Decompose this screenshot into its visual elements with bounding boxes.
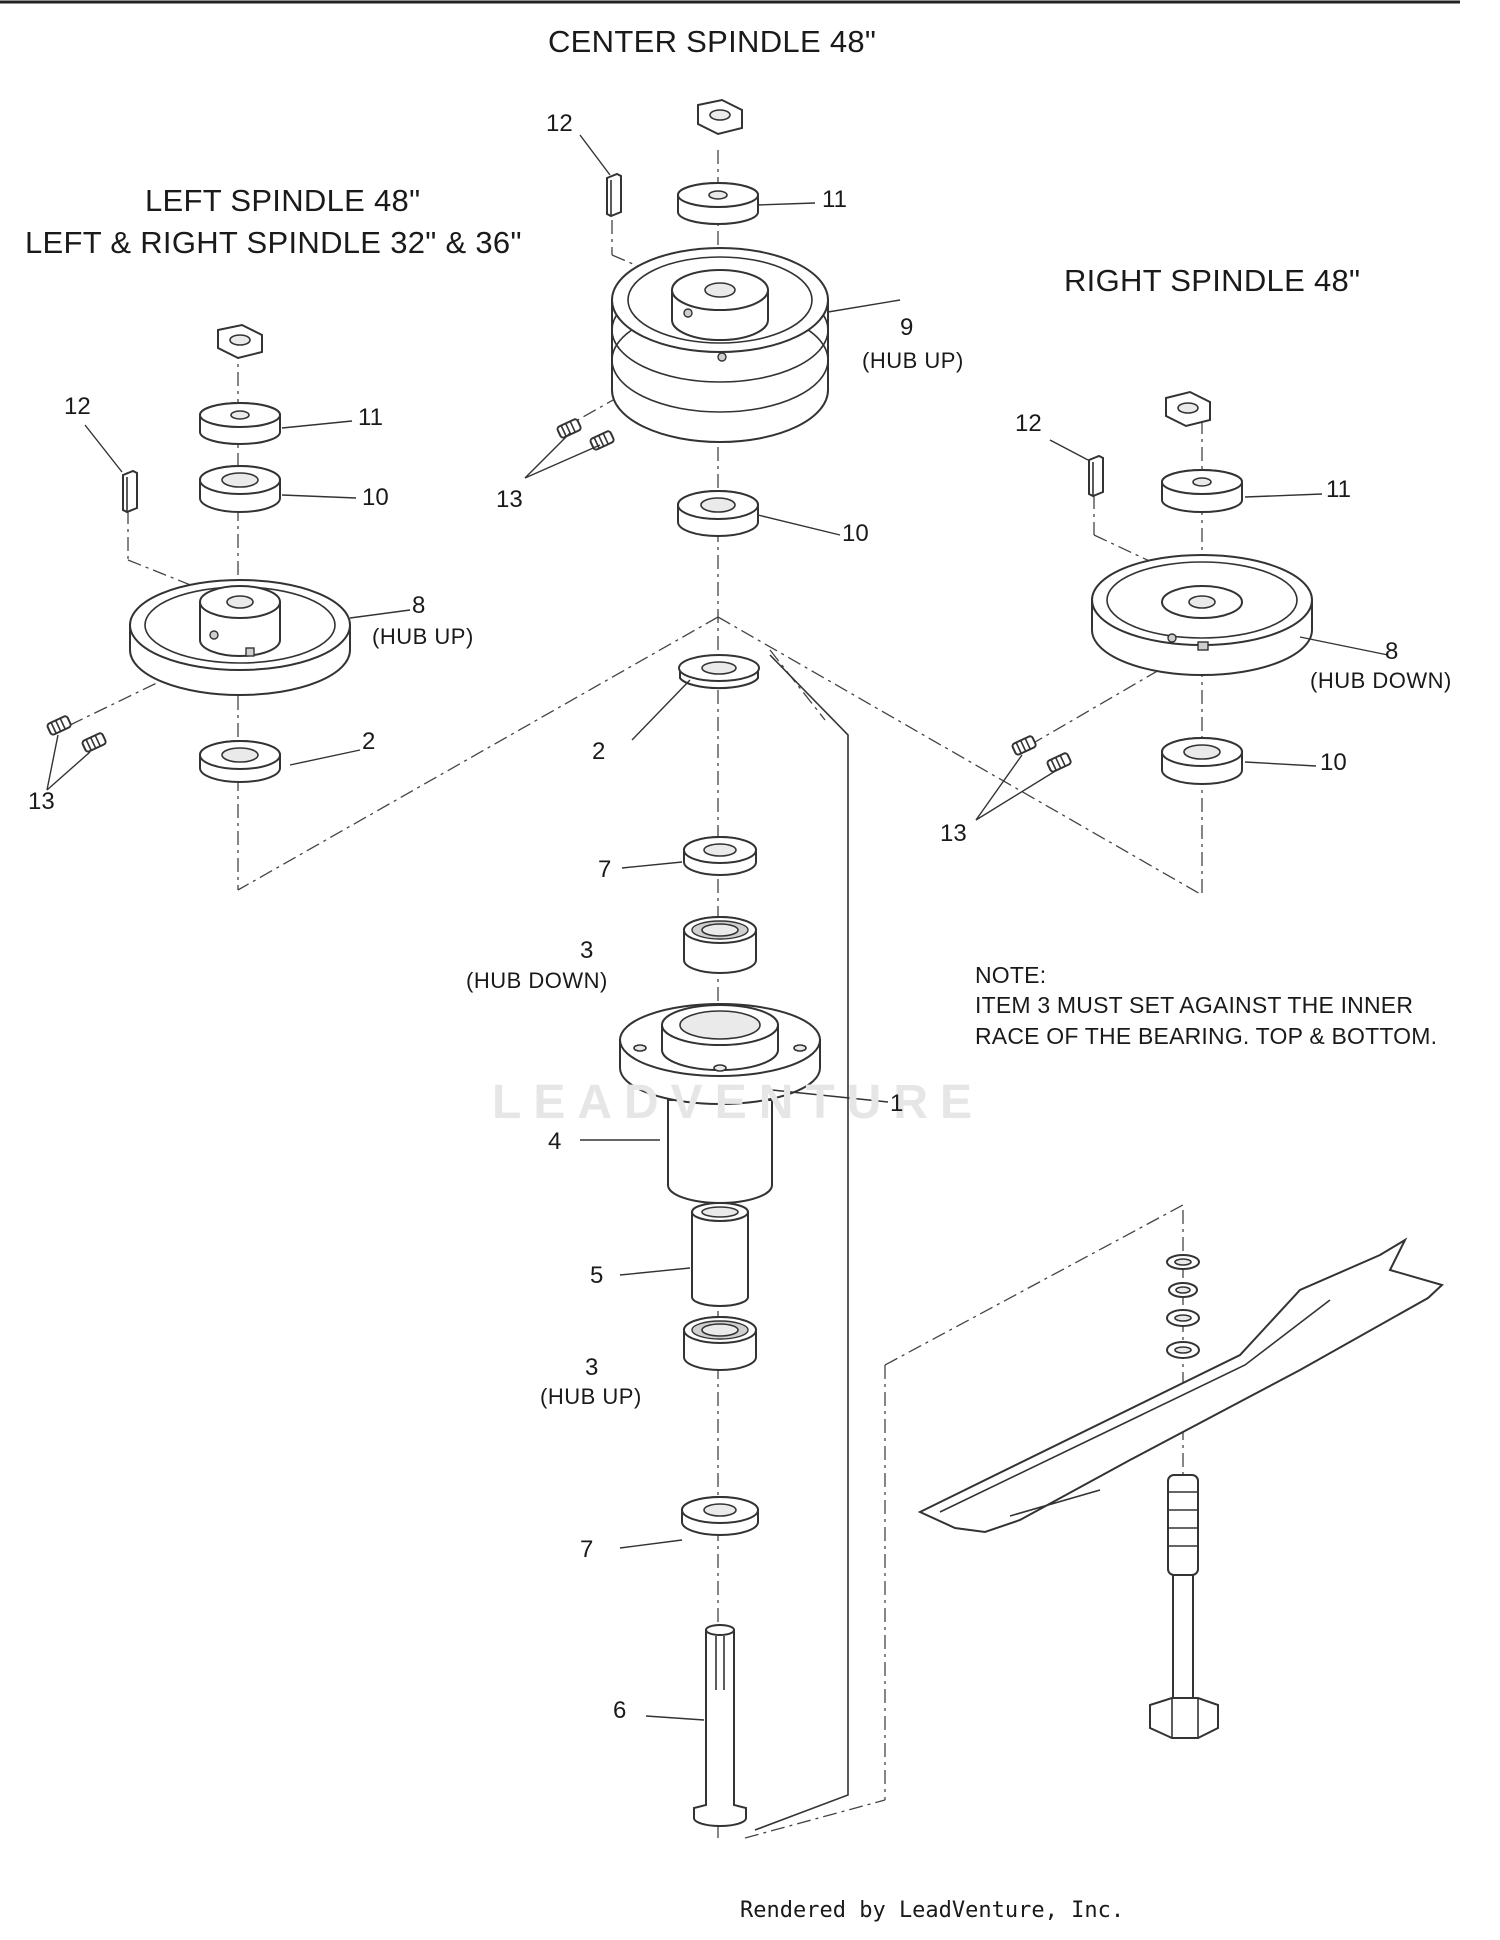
- render-credit: Rendered by LeadVenture, Inc.: [740, 1898, 1125, 1923]
- callout-center-11: 11: [822, 186, 847, 213]
- callout-left-12: 12: [64, 393, 91, 420]
- center-washer-11: [677, 182, 759, 225]
- callout-left-13: 13: [28, 788, 55, 815]
- center-spacer-tube-5: [691, 1202, 749, 1307]
- callout-center-3-bottom-note: (HUB UP): [540, 1384, 642, 1409]
- callout-center-7-bottom: 7: [580, 1536, 594, 1563]
- left-pulley-8: [129, 579, 351, 696]
- center-bearing-3-top: [683, 916, 757, 974]
- left-washer-2: [199, 740, 281, 783]
- center-setscrews-13: [556, 418, 615, 451]
- title-center-spindle: CENTER SPINDLE 48": [548, 24, 877, 59]
- note-line1: ITEM 3 MUST SET AGAINST THE INNER: [975, 992, 1414, 1018]
- title-left-spindle-line1: LEFT SPINDLE 48": [145, 183, 421, 218]
- center-key-12: [606, 172, 622, 218]
- left-spacer-10: [199, 465, 281, 513]
- callout-center-7-top: 7: [598, 856, 612, 883]
- callout-left-8-note: (HUB UP): [372, 624, 474, 649]
- assembly-bracket: [754, 654, 849, 1831]
- callout-center-4: 4: [548, 1128, 562, 1155]
- callout-center-3-top-note: (HUB DOWN): [466, 968, 608, 993]
- callout-left-11: 11: [358, 404, 383, 431]
- callout-center-5: 5: [590, 1262, 604, 1289]
- callout-center-10: 10: [842, 520, 869, 547]
- callout-center-13: 13: [496, 486, 523, 513]
- callout-right-13: 13: [940, 820, 967, 847]
- callout-center-3-bottom: 3: [585, 1354, 599, 1381]
- callout-center-6: 6: [613, 1697, 627, 1724]
- callout-center-3-top: 3: [580, 937, 594, 964]
- center-shaft-6: [693, 1624, 747, 1827]
- callout-right-11: 11: [1326, 476, 1351, 503]
- right-hex-nut: [1165, 390, 1211, 428]
- blade-assembly: [917, 1237, 1444, 1739]
- callout-center-9: 9: [900, 314, 914, 341]
- center-pulley-9: [611, 247, 829, 443]
- left-setscrews-13: [46, 715, 107, 753]
- right-washer-11: [1161, 469, 1243, 513]
- center-spacer-10: [677, 490, 759, 537]
- right-spacer-10: [1161, 737, 1243, 785]
- center-housing-1-4: [619, 1003, 821, 1204]
- callout-left-8: 8: [412, 592, 426, 619]
- center-hex-nut: [697, 98, 743, 136]
- title-right-spindle: RIGHT SPINDLE 48": [1064, 263, 1361, 298]
- title-left-spindle-line2: LEFT & RIGHT SPINDLE 32" & 36": [25, 225, 522, 260]
- callout-right-8-note: (HUB DOWN): [1310, 668, 1452, 693]
- note-heading: NOTE:: [975, 962, 1047, 988]
- right-setscrews-13: [1011, 735, 1072, 773]
- left-hex-nut: [217, 323, 263, 360]
- callout-center-12: 12: [546, 110, 573, 137]
- center-seal-7-top: [683, 836, 757, 876]
- center-bearing-3-bottom: [683, 1316, 757, 1371]
- left-key-12: [122, 469, 138, 514]
- callout-right-8: 8: [1385, 638, 1399, 665]
- left-washer-11: [199, 402, 281, 445]
- note-line2: RACE OF THE BEARING. TOP & BOTTOM.: [975, 1023, 1438, 1049]
- right-pulley-8: [1091, 554, 1313, 676]
- callout-right-12: 12: [1015, 410, 1042, 437]
- leader-lines: [46, 134, 1389, 1721]
- right-key-12: [1088, 454, 1104, 498]
- center-seal-7-bottom: [681, 1496, 759, 1536]
- center-washer-2: [678, 654, 760, 690]
- watermark-text: LEADVENTURE: [492, 1076, 985, 1129]
- callout-center-9-note: (HUB UP): [862, 348, 964, 373]
- callout-center-1: 1: [890, 1090, 904, 1117]
- callout-left-2: 2: [362, 728, 376, 755]
- callout-right-10: 10: [1320, 749, 1347, 776]
- callout-center-2: 2: [592, 738, 606, 765]
- callout-left-10: 10: [362, 484, 389, 511]
